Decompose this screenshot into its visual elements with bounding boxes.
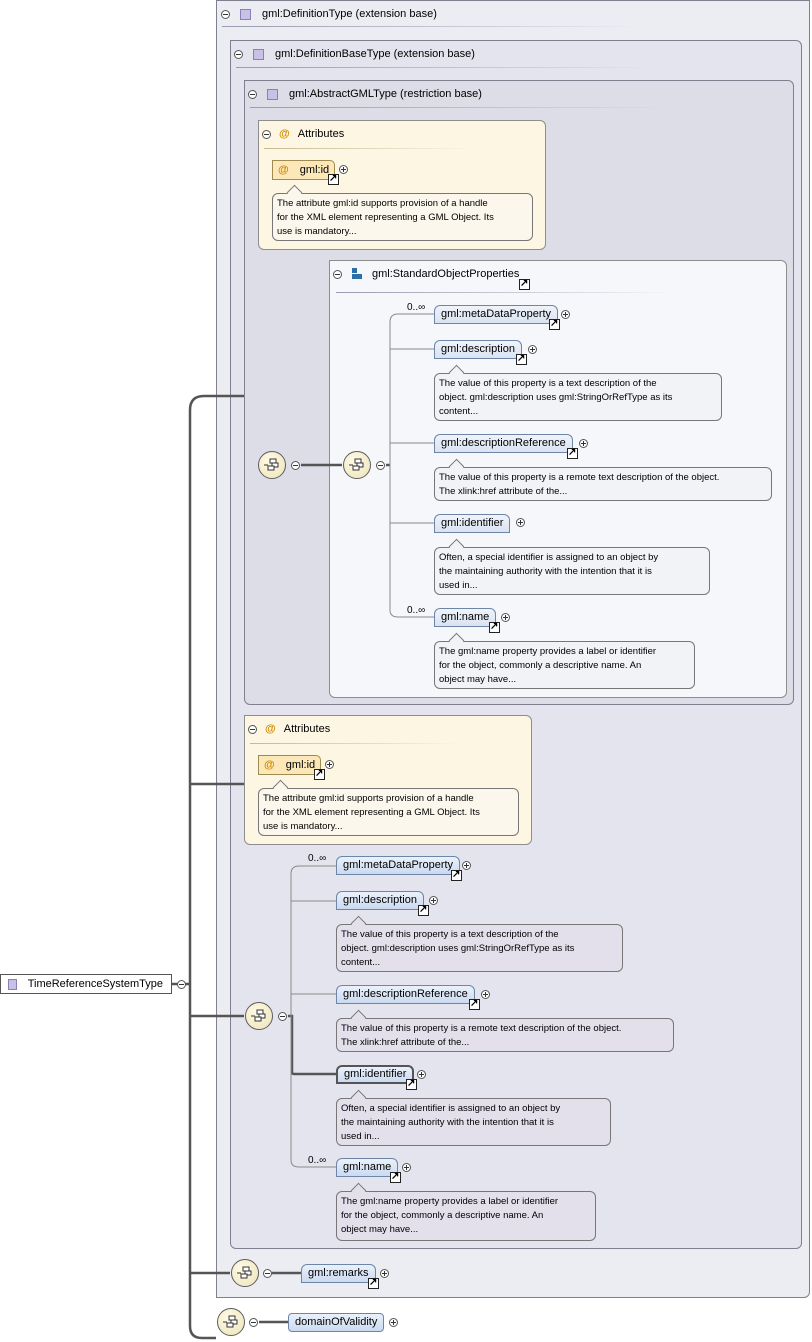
expand-icon[interactable] — [462, 861, 471, 870]
sequence-icon — [217, 1308, 245, 1336]
sequence-icon — [343, 451, 371, 479]
expand-icon[interactable] — [429, 896, 438, 905]
element-domain-of-validity[interactable]: domainOfValidity — [288, 1313, 385, 1332]
link-arrow-icon[interactable] — [390, 1170, 401, 1184]
element-identifier[interactable]: gml:identifier — [336, 1065, 415, 1084]
link-arrow-icon[interactable] — [314, 767, 325, 781]
element-description-doc: The value of this property is a text des… — [434, 373, 722, 421]
occurs-label: 0..∞ — [308, 853, 327, 864]
element-description-doc: The value of this property is a text des… — [336, 924, 623, 972]
panel-definition-type-header: gml:DefinitionType (extension base) — [221, 5, 437, 23]
link-arrow-icon[interactable] — [549, 317, 560, 331]
attributes-title-inner: Attributes — [297, 128, 345, 140]
collapse-icon[interactable] — [263, 1269, 272, 1278]
complex-type-icon — [240, 8, 251, 20]
collapse-icon[interactable] — [221, 9, 230, 19]
collapse-icon[interactable] — [248, 724, 257, 734]
element-name[interactable]: gml:name — [336, 1158, 399, 1177]
collapse-icon[interactable] — [262, 129, 271, 139]
element-description-reference-doc: The value of this property is a remote t… — [336, 1018, 674, 1052]
attribute-icon: @ — [278, 164, 289, 176]
complex-type-icon — [253, 48, 264, 60]
link-arrow-icon[interactable] — [516, 352, 527, 366]
element-description-reference[interactable]: gml:descriptionReference — [434, 434, 573, 453]
expand-icon[interactable] — [402, 1163, 411, 1172]
group-icon — [352, 268, 366, 280]
group-standard-object-properties-header: gml:StandardObjectProperties — [333, 265, 519, 283]
occurs-label: 0..∞ — [308, 1155, 327, 1166]
element-description[interactable]: gml:description — [336, 891, 424, 910]
panel-definition-base-type-header: gml:DefinitionBaseType (extension base) — [234, 45, 475, 63]
element-name-doc: The gml:name property provides a label o… — [434, 641, 695, 689]
complex-type-icon — [8, 978, 17, 990]
attributes-header-inner: @ Attributes — [262, 125, 344, 143]
collapse-icon[interactable] — [177, 980, 186, 989]
group-standard-object-properties-title: gml:StandardObjectProperties — [372, 268, 520, 280]
occurs-label: 0..∞ — [407, 605, 426, 616]
root-type-label: TimeReferenceSystemType — [27, 978, 163, 990]
expand-icon[interactable] — [516, 518, 525, 527]
complex-type-icon — [267, 88, 278, 100]
sequence-icon — [258, 451, 286, 479]
attributes-title-outer: Attributes — [283, 723, 331, 735]
element-metadata-property[interactable]: gml:metaDataProperty — [434, 305, 559, 324]
expand-icon[interactable] — [380, 1269, 389, 1278]
element-description-reference-doc: The value of this property is a remote t… — [434, 467, 772, 501]
link-arrow-icon[interactable] — [567, 446, 578, 460]
element-name[interactable]: gml:name — [434, 608, 497, 627]
element-description-reference[interactable]: gml:descriptionReference — [336, 985, 475, 1004]
link-arrow-icon[interactable] — [418, 903, 429, 917]
expand-icon[interactable] — [501, 613, 510, 622]
link-arrow-icon[interactable] — [469, 997, 480, 1011]
expand-icon[interactable] — [561, 310, 570, 319]
attribute-gml-id-label: gml:id — [299, 164, 330, 176]
link-arrow-icon[interactable] — [328, 172, 339, 186]
element-remarks[interactable]: gml:remarks — [301, 1264, 376, 1283]
attribute-icon: @ — [265, 723, 276, 735]
attribute-gml-id-inner[interactable]: @ gml:id — [272, 160, 336, 180]
element-identifier-doc: Often, a special identifier is assigned … — [434, 547, 710, 595]
element-identifier[interactable]: gml:identifier — [434, 514, 511, 533]
collapse-icon[interactable] — [249, 1318, 258, 1327]
collapse-icon[interactable] — [333, 269, 342, 279]
element-metadata-property[interactable]: gml:metaDataProperty — [336, 856, 461, 875]
link-arrow-icon[interactable] — [489, 620, 500, 634]
expand-icon[interactable] — [339, 165, 348, 174]
collapse-icon[interactable] — [376, 461, 385, 470]
attribute-gml-id-doc-outer: The attribute gml:id supports provision … — [258, 788, 519, 836]
link-arrow-icon[interactable] — [519, 277, 530, 291]
occurs-label: 0..∞ — [407, 302, 426, 313]
collapse-icon[interactable] — [234, 49, 243, 59]
collapse-icon[interactable] — [291, 461, 300, 470]
link-arrow-icon[interactable] — [368, 1276, 379, 1290]
collapse-icon[interactable] — [248, 89, 257, 99]
expand-icon[interactable] — [481, 990, 490, 999]
link-arrow-icon[interactable] — [406, 1077, 417, 1091]
attribute-gml-id-label: gml:id — [285, 759, 316, 771]
expand-icon[interactable] — [528, 345, 537, 354]
expand-icon[interactable] — [417, 1070, 426, 1079]
attribute-gml-id-outer[interactable]: @ gml:id — [258, 755, 322, 775]
attribute-gml-id-doc-inner: The attribute gml:id supports provision … — [272, 193, 533, 241]
panel-definition-type-title: gml:DefinitionType (extension base) — [262, 8, 437, 20]
collapse-icon[interactable] — [278, 1012, 287, 1021]
element-description[interactable]: gml:description — [434, 340, 522, 359]
panel-abstract-gml-type-header: gml:AbstractGMLType (restriction base) — [248, 85, 482, 103]
expand-icon[interactable] — [325, 760, 334, 769]
sequence-icon — [231, 1259, 259, 1287]
attribute-icon: @ — [264, 759, 275, 771]
attributes-header-outer: @ Attributes — [248, 720, 330, 738]
element-identifier-doc: Often, a special identifier is assigned … — [336, 1098, 611, 1146]
panel-definition-base-type-title: gml:DefinitionBaseType (extension base) — [275, 48, 475, 60]
expand-icon[interactable] — [389, 1318, 398, 1327]
expand-icon[interactable] — [579, 439, 588, 448]
link-arrow-icon[interactable] — [451, 868, 462, 882]
root-type-box[interactable]: TimeReferenceSystemType — [0, 974, 172, 994]
element-name-doc: The gml:name property provides a label o… — [336, 1191, 596, 1241]
sequence-icon — [245, 1002, 273, 1030]
attribute-icon: @ — [279, 128, 290, 140]
panel-abstract-gml-type-title: gml:AbstractGMLType (restriction base) — [289, 88, 482, 100]
